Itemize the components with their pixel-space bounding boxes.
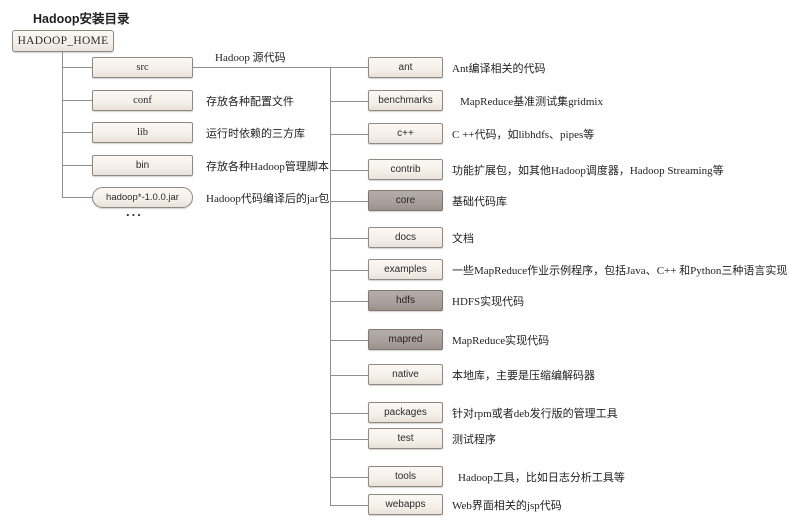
connector-test — [330, 439, 368, 440]
node-desc-bin: 存放各种Hadoop管理脚本 — [206, 161, 329, 173]
node-desc-packages: 针对rpm或者deb发行版的管理工具 — [452, 408, 618, 420]
left-trunk-connector — [62, 52, 63, 197]
tree-node-lib: lib — [92, 122, 193, 143]
more-items-ellipsis: ... — [126, 204, 143, 219]
node-desc-contrib: 功能扩展包，如其他Hadoop调度器，Hadoop Streaming等 — [452, 165, 724, 177]
node-desc-hadoop-jar: Hadoop代码编译后的jar包 — [206, 193, 330, 205]
connector-webapps — [330, 505, 368, 506]
connector-lib — [62, 132, 92, 133]
node-desc-core: 基础代码库 — [452, 196, 507, 208]
tree-node-contrib: contrib — [368, 159, 443, 180]
tree-node-test: test — [368, 428, 443, 449]
node-desc-mapred: MapReduce实现代码 — [452, 335, 550, 347]
tree-node-mapred: mapred — [368, 329, 443, 350]
tree-node-webapps: webapps — [368, 494, 443, 515]
right-trunk-connector — [330, 67, 331, 506]
connector-examples — [330, 270, 368, 271]
tree-node-core: core — [368, 190, 443, 211]
tree-node-benchmarks: benchmarks — [368, 90, 443, 111]
src-to-subtree-connector — [193, 67, 368, 68]
node-desc-test: 测试程序 — [452, 434, 496, 446]
node-desc-benchmarks: MapReduce基准测试集gridmix — [460, 96, 603, 108]
node-desc-tools: Hadoop工具，比如日志分析工具等 — [458, 472, 625, 484]
tree-node-cpp: c++ — [368, 123, 443, 144]
connector-mapred — [330, 340, 368, 341]
tree-node-hadoop-jar: hadoop*-1.0.0.jar — [92, 187, 193, 208]
node-desc-docs: 文档 — [452, 233, 474, 245]
connector-benchmarks — [330, 101, 368, 102]
connector-hdfs — [330, 301, 368, 302]
connector-tools — [330, 477, 368, 478]
tree-node-packages: packages — [368, 402, 443, 423]
connector-core — [330, 201, 368, 202]
node-desc-lib: 运行时依赖的三方库 — [206, 128, 305, 140]
node-desc-src: Hadoop 源代码 — [215, 52, 286, 64]
tree-node-native: native — [368, 364, 443, 385]
connector-contrib — [330, 170, 368, 171]
node-desc-examples: 一些MapReduce作业示例程序，包括Java、C++ 和Python三种语言… — [452, 265, 788, 277]
node-desc-conf: 存放各种配置文件 — [206, 96, 294, 108]
node-desc-native: 本地库，主要是压缩编解码器 — [452, 370, 595, 382]
connector-bin — [62, 165, 92, 166]
connector-cpp — [330, 134, 368, 135]
diagram-title: Hadoop安装目录 — [33, 12, 130, 26]
node-desc-webapps: Web界面相关的jsp代码 — [452, 500, 562, 512]
connector-docs — [330, 238, 368, 239]
tree-node-ant: ant — [368, 57, 443, 78]
connector-jar — [62, 197, 92, 198]
tree-node-hdfs: hdfs — [368, 290, 443, 311]
node-desc-hdfs: HDFS实现代码 — [452, 296, 525, 308]
tree-node-bin: bin — [92, 155, 193, 176]
connector-packages — [330, 413, 368, 414]
tree-node-hadoop-home: HADOOP_HOME — [12, 30, 114, 52]
connector-src — [62, 67, 92, 68]
node-desc-cpp: C ++代码，如libhdfs、pipes等 — [452, 129, 595, 141]
tree-node-conf: conf — [92, 90, 193, 111]
tree-node-tools: tools — [368, 466, 443, 487]
node-desc-ant: Ant编译相关的代码 — [452, 63, 546, 75]
tree-node-src: src — [92, 57, 193, 78]
tree-node-docs: docs — [368, 227, 443, 248]
tree-node-examples: examples — [368, 259, 443, 280]
connector-conf — [62, 100, 92, 101]
connector-native — [330, 375, 368, 376]
